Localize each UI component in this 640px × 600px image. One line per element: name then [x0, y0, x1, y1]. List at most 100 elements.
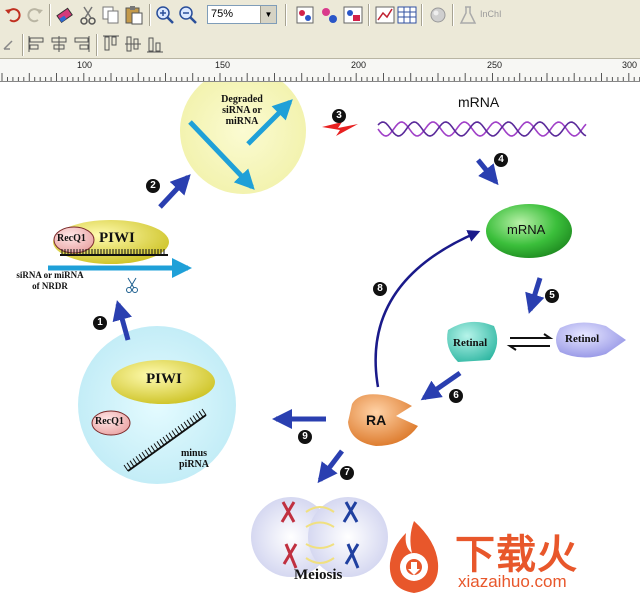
retinol-label: Retinol	[565, 333, 600, 345]
reverse-equilibrium-arrow	[506, 345, 550, 351]
step5-arrow	[525, 277, 545, 314]
ruler-label-150: 150	[215, 60, 231, 70]
step-number-8: 8	[373, 282, 387, 296]
meiosis-label: Meiosis	[294, 567, 343, 583]
mrna-helix-strand-2	[377, 121, 587, 137]
meiosis-cells[interactable]	[251, 497, 388, 577]
flame-logo-icon	[389, 521, 439, 593]
align-left-icon[interactable]	[26, 33, 48, 55]
recq1-top-label: RecQ1	[57, 233, 86, 244]
sirna-strand	[60, 249, 168, 256]
pirna-strand	[123, 408, 207, 472]
align-bottom-icon[interactable]	[144, 33, 166, 55]
toolbar-separator	[49, 4, 51, 26]
step-number-5: 5	[545, 289, 559, 303]
sirna-line-2: of NRDR	[32, 281, 68, 291]
scissors-icon	[126, 277, 138, 293]
ruler-tick-marks	[1, 73, 640, 81]
grid-icon[interactable]	[396, 4, 418, 26]
step-number-1: 1	[93, 316, 107, 330]
ruler-label-200: 200	[351, 60, 367, 70]
step-number-3: 3	[332, 109, 346, 123]
pathway-diagram	[48, 82, 626, 577]
align-center-icon[interactable]	[48, 33, 70, 55]
step-number-6: 6	[449, 389, 463, 403]
shapes-icon[interactable]	[342, 4, 364, 26]
step-number-4: 4	[494, 153, 508, 167]
ruler-label-300: 300	[622, 60, 638, 70]
mrna-node[interactable]	[486, 204, 572, 258]
toolbar-separator	[285, 4, 287, 26]
toolbar-separator	[96, 34, 98, 56]
undo-icon[interactable]	[2, 4, 24, 26]
mrna-top-label: mRNA	[458, 94, 500, 110]
main-toolbar: 75% ▼ InChI	[0, 0, 640, 31]
drawing-canvas[interactable]: Degraded siRNA or miRNA mRNA mRNA PIWI R…	[0, 82, 640, 600]
chevron-down-icon[interactable]: ▼	[260, 6, 276, 23]
step1-arrow	[112, 300, 132, 341]
zoom-value: 75%	[211, 8, 234, 20]
recq1-bottom-label: RecQ1	[95, 416, 124, 427]
ruler-ticks	[1, 73, 640, 81]
ruler-label-100: 100	[77, 60, 93, 70]
copy-icon[interactable]	[100, 4, 122, 26]
flask-icon[interactable]	[457, 4, 479, 26]
step4-arrow	[476, 158, 499, 186]
chart-icon[interactable]	[374, 4, 396, 26]
toolbar-separator	[421, 4, 423, 26]
piwi-bottom-label: PIWI	[146, 371, 182, 387]
step8-curved-arrow	[374, 230, 481, 388]
minus-pirna-line-1: minus	[180, 448, 208, 459]
sirna-label: siRNA or miRNA of NRDR	[8, 270, 92, 292]
degraded-rna-label: Degraded siRNA or miRNA	[212, 94, 272, 127]
3d-icon[interactable]	[427, 4, 449, 26]
zoom-in-icon[interactable]	[154, 4, 176, 26]
step-number-7: 7	[340, 466, 354, 480]
molecule-icon[interactable]	[318, 4, 340, 26]
step7-arrow	[317, 449, 344, 484]
retinal-label: Retinal	[453, 337, 488, 349]
retinol-shape[interactable]	[556, 322, 626, 358]
pointer-icon[interactable]	[0, 33, 22, 55]
forward-equilibrium-arrow	[510, 333, 554, 339]
step-number-9: 9	[298, 430, 312, 444]
minus-pirna-label: minus piRNA	[172, 448, 216, 470]
toolbar-separator	[149, 4, 151, 26]
cleavage-arrow-up	[246, 99, 293, 146]
align-middle-icon[interactable]	[122, 33, 144, 55]
eraser-icon[interactable]	[54, 4, 76, 26]
retinal-shape[interactable]	[447, 321, 498, 362]
minus-pirna-line-2: piRNA	[178, 459, 209, 470]
align-right-icon[interactable]	[70, 33, 92, 55]
structure-icon[interactable]	[294, 4, 316, 26]
watermark-chinese: 下载火	[455, 533, 578, 577]
degraded-line-1: Degraded	[221, 94, 263, 105]
step2-arrow	[158, 174, 191, 209]
watermark-url: xiazaihuo.com	[458, 572, 567, 591]
redo-icon[interactable]	[24, 4, 46, 26]
zoom-out-icon[interactable]	[177, 4, 199, 26]
sirna-line-1: siRNA or miRNA	[16, 270, 84, 280]
piwi-top-label: PIWI	[99, 230, 135, 246]
toolbar-separator	[452, 4, 454, 26]
mrna-node-label: mRNA	[507, 222, 546, 237]
ra-shape[interactable]	[348, 394, 418, 446]
degraded-line-3: miRNA	[225, 116, 259, 127]
paste-icon[interactable]	[123, 4, 145, 26]
inchi-label[interactable]: InChI	[480, 9, 502, 19]
horizontal-ruler: 100 150 200 250 300	[0, 59, 640, 82]
inhibition-bolt-icon	[322, 122, 358, 136]
mrna-helix-strand	[377, 121, 587, 137]
zoom-select[interactable]: 75% ▼	[207, 5, 277, 24]
toolbar-separator	[368, 4, 370, 26]
degraded-line-2: siRNA or	[222, 105, 262, 116]
align-top-icon[interactable]	[100, 33, 122, 55]
ruler-label-250: 250	[487, 60, 503, 70]
ra-label: RA	[366, 412, 387, 428]
toolbar-separator	[22, 34, 24, 56]
step6-arrow	[420, 370, 462, 401]
align-toolbar	[0, 30, 640, 59]
piwi-bottom-ellipse[interactable]	[111, 360, 215, 404]
recq1-bottom-ellipse[interactable]	[91, 410, 131, 436]
cut-icon[interactable]	[77, 4, 99, 26]
